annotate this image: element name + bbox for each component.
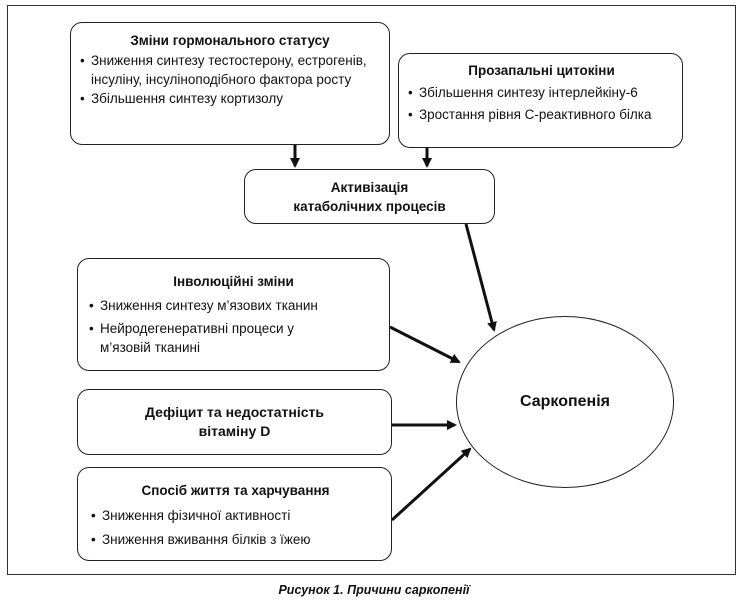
catabolic-line2: катаболічних процесів bbox=[293, 198, 446, 214]
figure-caption: Рисунок 1. Причини саркопенії bbox=[278, 583, 470, 597]
hormonal-status-title: Зміни гормонального статусу bbox=[130, 33, 330, 48]
hormonal-status-item: Зниження синтезу тестостерону, естрогені… bbox=[79, 51, 381, 89]
involution-title: Інволюційні зміни bbox=[173, 274, 294, 289]
vitamin-d-box: Дефіцит та недостатність вітаміну D bbox=[77, 389, 392, 455]
cytokines-item: Зростання рівня С-реактивного білка bbox=[407, 105, 676, 124]
catabolic-box: Активізація катаболічних процесів bbox=[244, 169, 495, 224]
arrow-involution-to-sarcopenia bbox=[389, 325, 461, 364]
lifestyle-item: Зниження вживання білків з їжею bbox=[90, 530, 381, 549]
sarcopenia-ellipse: Саркопенія bbox=[456, 316, 674, 488]
hormonal-status-box: Зміни гормонального статусу Зниження син… bbox=[70, 22, 390, 145]
sarcopenia-label: Саркопенія bbox=[520, 393, 610, 410]
vitamin-d-line1: Дефіцит та недостатність bbox=[145, 404, 324, 420]
catabolic-line1: Активізація bbox=[330, 179, 409, 195]
involution-box: Інволюційні зміни Зниження синтезу м’язо… bbox=[77, 258, 390, 371]
arrow-catabolic-to-sarcopenia bbox=[464, 223, 497, 332]
cytokines-item: Збільшення синтезу інтерлейкіну-6 bbox=[407, 83, 676, 102]
involution-item: Нейродегенеративні процеси у м’язовій тк… bbox=[88, 319, 320, 357]
cytokines-title: Прозапальні цитокіни bbox=[468, 63, 615, 78]
hormonal-status-item: Збільшення синтезу кортизолу bbox=[79, 89, 381, 108]
lifestyle-item: Зниження фізичної активності bbox=[90, 506, 381, 525]
involution-item: Зниження синтезу м’язових тканин bbox=[88, 296, 379, 315]
lifestyle-box: Спосіб життя та харчування Зниження фізи… bbox=[77, 467, 392, 561]
arrow-lifestyle-to-sarcopenia bbox=[390, 447, 472, 522]
diagram-frame bbox=[7, 5, 736, 575]
lifestyle-title: Спосіб життя та харчування bbox=[141, 483, 330, 498]
cytokines-box: Прозапальні цитокіни Збільшення синтезу … bbox=[398, 53, 683, 148]
vitamin-d-line2: вітаміну D bbox=[198, 423, 271, 439]
